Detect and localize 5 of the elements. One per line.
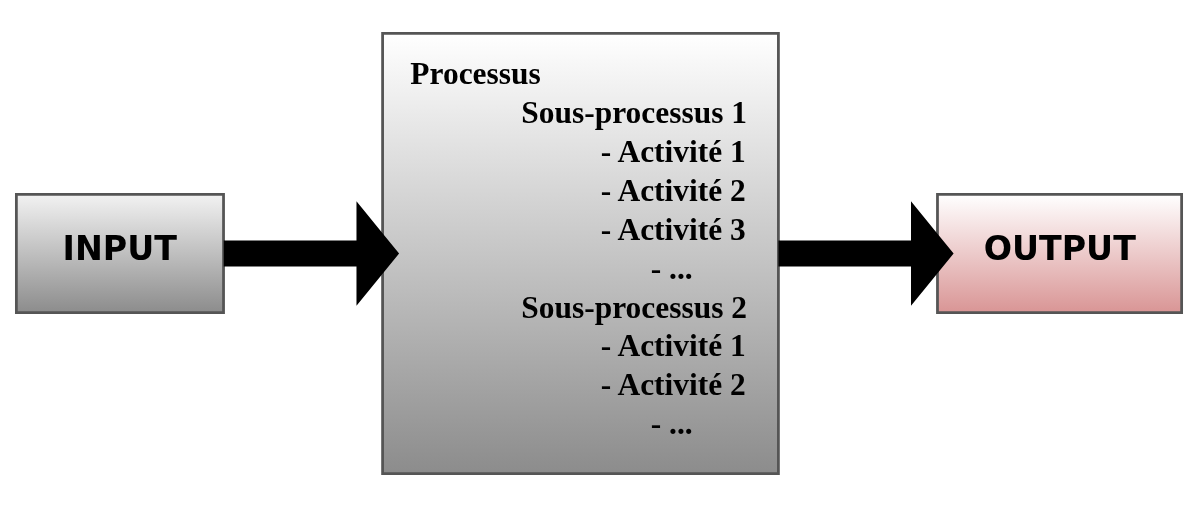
arrow — [778, 200, 954, 306]
node-box: INPUT — [15, 192, 225, 314]
node-box: OUTPUT — [936, 192, 1183, 314]
node-box: Processus Sous-processus 1 - Activité 1 - Activité 2 - Activité 3 - ... Sous-processus 2 - Activité 1 - Activité 2 - ... — [381, 31, 780, 475]
arrow — [223, 200, 400, 306]
